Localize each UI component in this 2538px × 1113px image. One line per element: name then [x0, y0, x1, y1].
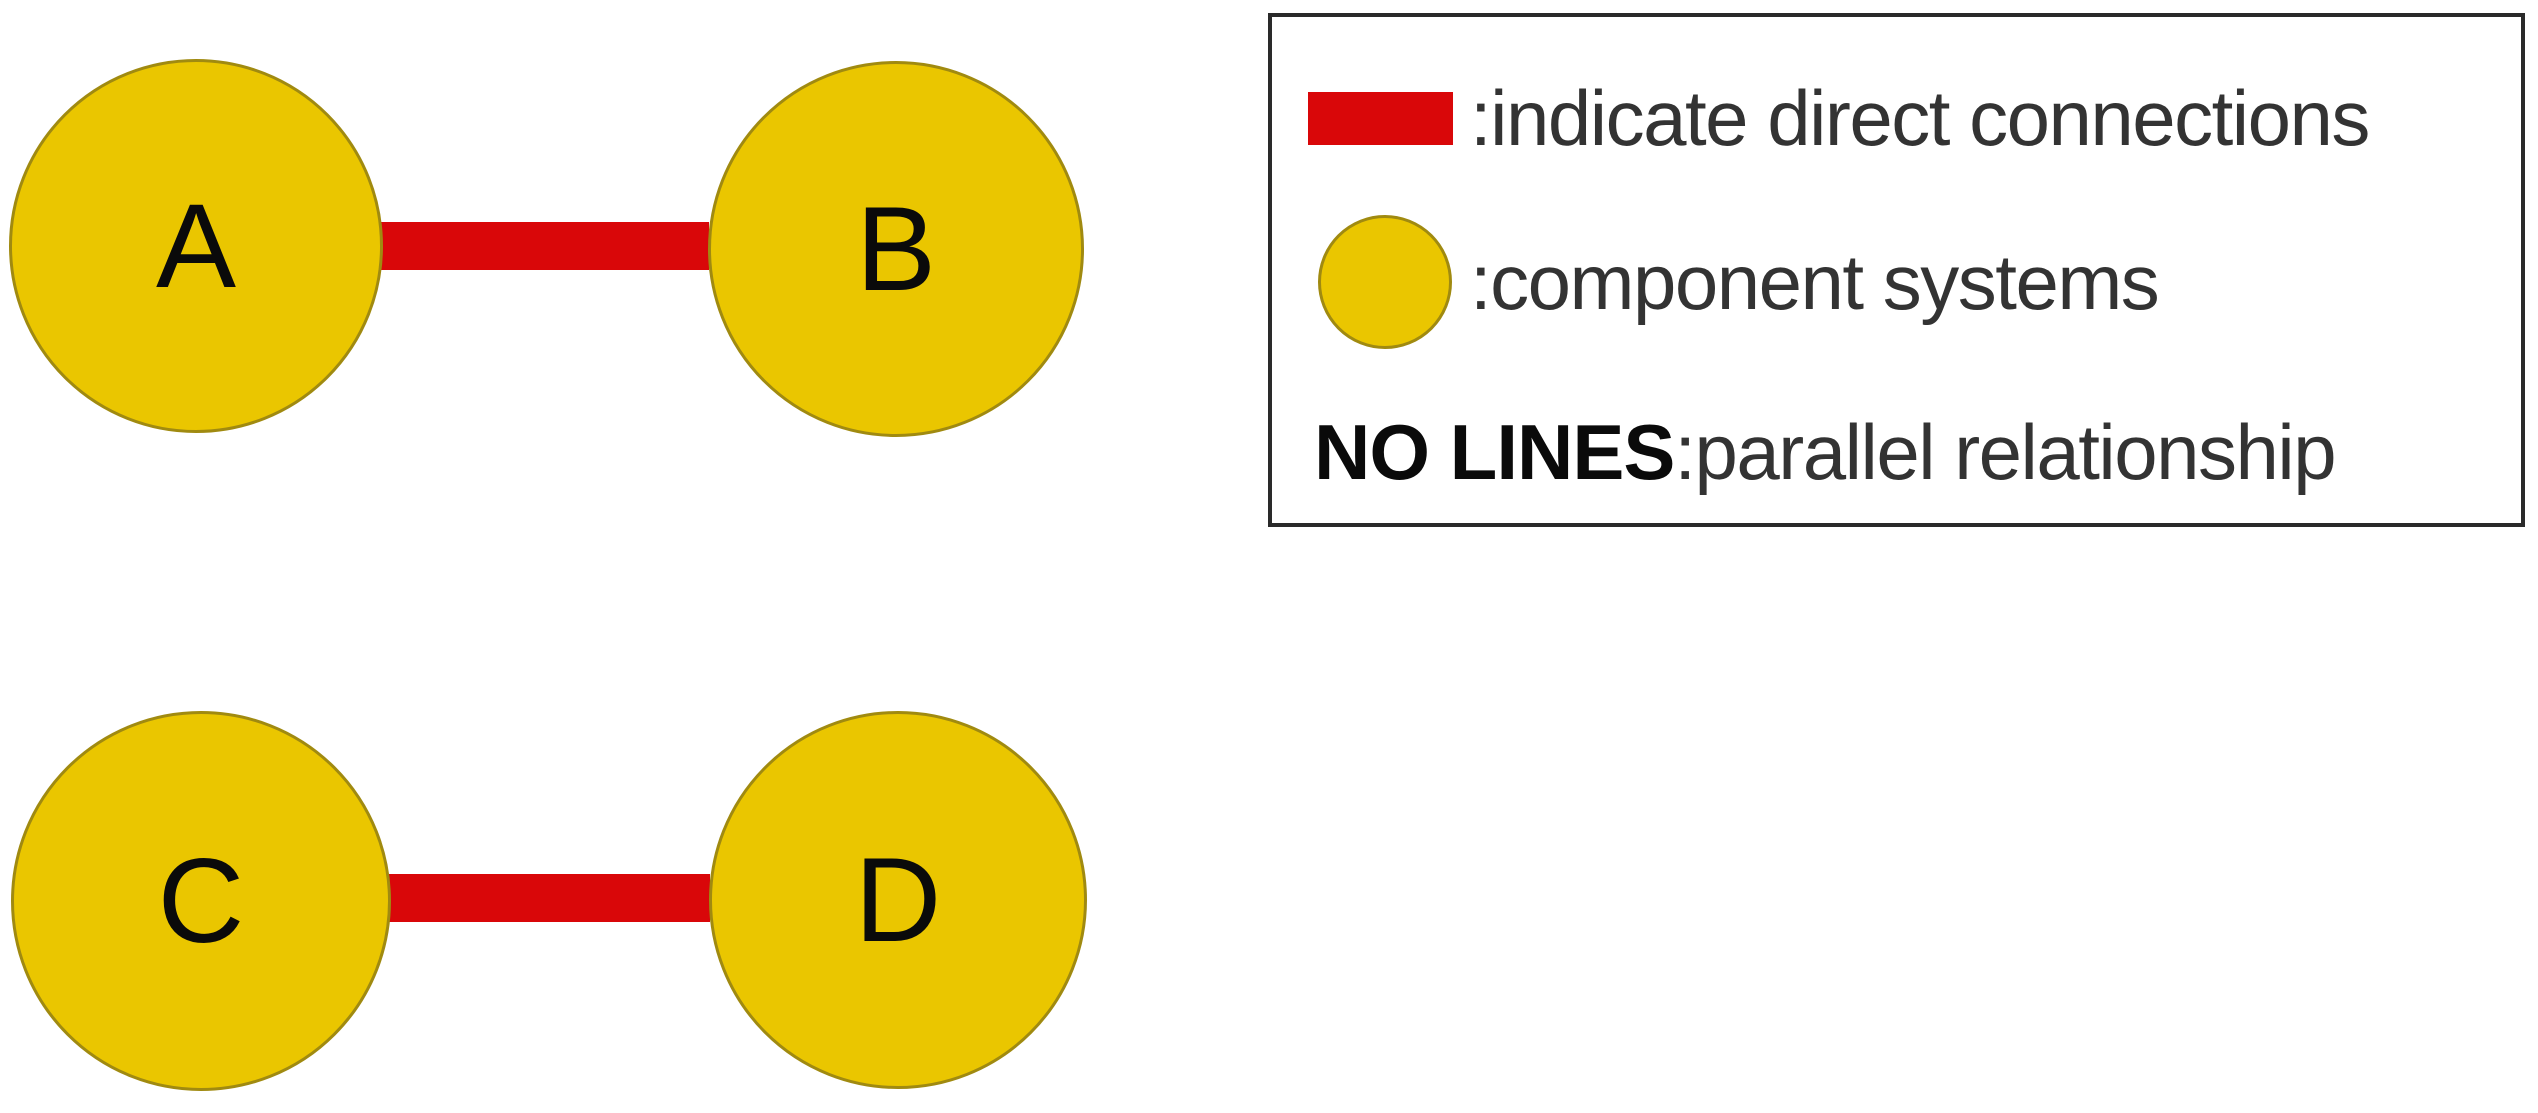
legend-item-label: :parallel relationship: [1674, 408, 2336, 496]
legend-item-label: :component systems: [1470, 238, 2160, 326]
node-c: C: [11, 711, 391, 1091]
yellow-circle-swatch-icon: [1318, 215, 1452, 349]
legend-item-direct-connections: :indicate direct connections: [1308, 65, 2370, 171]
node-d: D: [709, 711, 1087, 1089]
node-b-label: B: [855, 182, 937, 316]
node-a-label: A: [155, 179, 237, 313]
red-line-swatch-icon: [1308, 91, 1453, 145]
legend-box: :indicate direct connections :component …: [1268, 13, 2525, 527]
edge-a-b-direct-connection: [378, 222, 709, 270]
node-b: B: [708, 61, 1084, 437]
legend-item-component-systems: :component systems: [1318, 212, 2160, 352]
node-a: A: [9, 59, 383, 433]
legend-item-label: :indicate direct connections: [1470, 74, 2370, 162]
legend-no-lines-prefix: NO LINES: [1314, 408, 1675, 496]
node-c-label: C: [157, 834, 245, 968]
legend-item-parallel-relationship: NO LINES:parallel relationship: [1314, 402, 2337, 502]
node-d-label: D: [854, 833, 942, 967]
edge-c-d-direct-connection: [382, 874, 710, 922]
